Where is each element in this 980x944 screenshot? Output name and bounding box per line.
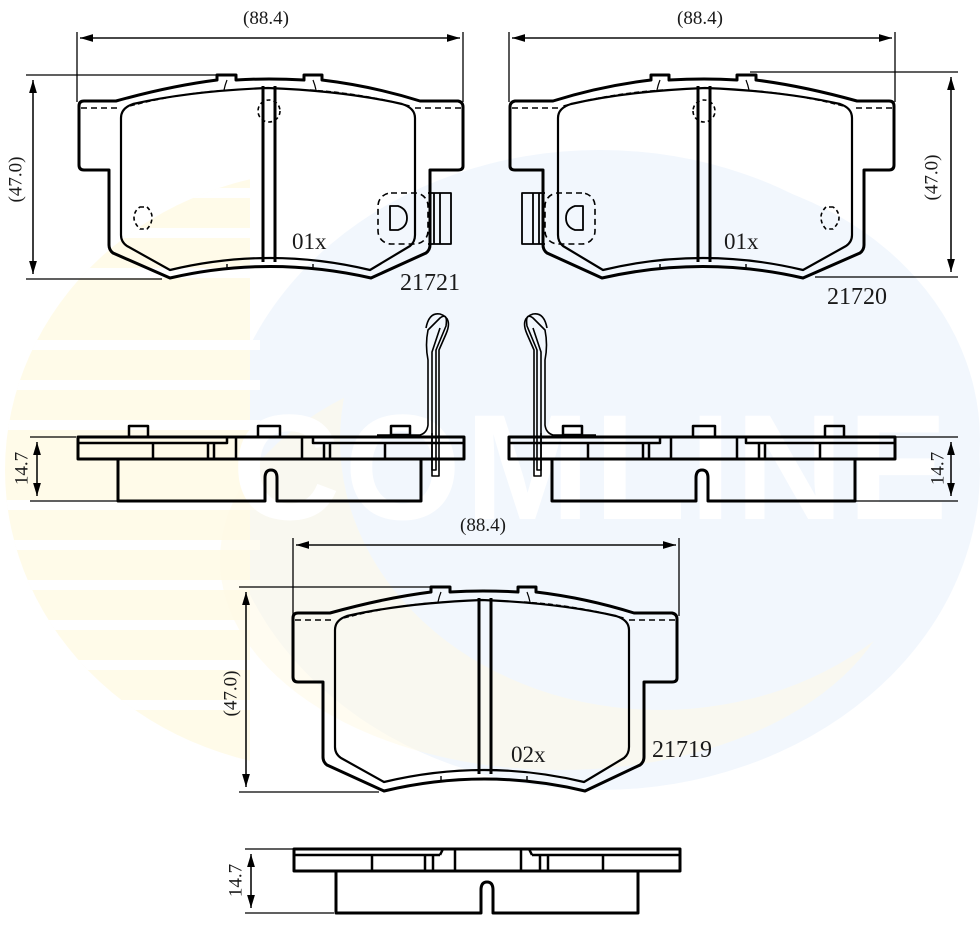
pad-21720-dimensions xyxy=(508,32,958,278)
pad-21721-quantity: 01x xyxy=(292,229,327,254)
pad-21721-height-dimension: (47.0) xyxy=(5,156,27,203)
pad-21720-side-view xyxy=(507,312,897,503)
pad-21721-part-number: 21721 xyxy=(400,270,460,296)
pad-21720-side-dimension xyxy=(855,436,958,502)
pad-21719-height-dimension: (47.0) xyxy=(220,670,242,717)
pad-21720-width-dimension: (88.4) xyxy=(677,8,723,29)
pad-21719-side-view xyxy=(245,847,682,915)
watermark-text: COMLINE xyxy=(232,383,952,551)
pad-21719-face-view xyxy=(239,538,680,793)
pad-21720-part-number: 21720 xyxy=(827,284,887,310)
pad-21721-width-dimension: (88.4) xyxy=(243,8,289,29)
pad-21720-quantity: 01x xyxy=(724,229,759,254)
pad-21721-face-view xyxy=(26,32,465,280)
pad-21721-side-view xyxy=(30,312,466,503)
pad-21720-thickness-dimension: 14.7 xyxy=(927,451,949,486)
pad-21720-face-view xyxy=(508,73,896,280)
pad-21720-height-dimension: (47.0) xyxy=(921,154,943,201)
pad-21721-thickness-dimension: 14.7 xyxy=(11,451,33,486)
pad-21719-width-dimension: (88.4) xyxy=(460,515,506,536)
pad-21719-part-number: 21719 xyxy=(652,737,712,763)
pad-21719-thickness-dimension: 14.7 xyxy=(225,863,247,898)
pad-21719-quantity: 02x xyxy=(511,742,546,767)
